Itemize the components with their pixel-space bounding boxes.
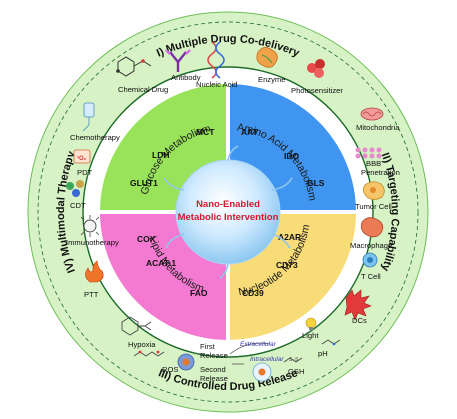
chemotherapy-icon [82,102,95,132]
amino-item-gls: GLS [307,178,325,188]
antibody-icon [165,49,191,72]
targeting-dcs: DCs [352,316,367,325]
targeting-bbb-line1: BBB [366,159,381,168]
nanoparticle-release-icon [177,353,195,371]
cdt-icon [66,180,84,197]
lipid-item-cox: COX [137,234,156,244]
gsh-molecule-icon: S–S [283,357,303,363]
release-first-line1: First [200,342,216,351]
immunotherapy-icon [80,215,100,237]
nanoparticle-center: Nano-Enabled Metabolic Intervention [163,145,293,279]
enzyme-icon [256,47,278,68]
lipid-item-fao: FAO [190,288,208,298]
co-delivery-enzyme: Enzyme [258,75,285,84]
release-first-line2: Release [200,351,228,360]
first-release-arrow [229,342,271,355]
glucose-item-mct: MCT [196,127,215,137]
ros-molecule-icon [133,350,165,357]
t-cell-icon [362,252,378,268]
ptt-flame-icon [85,260,104,283]
amino-item-aat: AAT [241,127,259,137]
release-extracellular: Extracellular [240,341,277,348]
dcs-icon [344,289,372,321]
targeting-macrophage: Macrophage [350,241,392,250]
bbb-penetration-icon [355,147,382,159]
targeting-mitochondria: Mitochondria [356,123,400,132]
svg-text:S–S: S–S [289,357,299,363]
co-delivery-photosensitizer: Photosensitizer [291,86,343,95]
targeting-bbb-line2: Penetration [361,168,400,177]
therapy-cdt: CDT [70,201,86,210]
center-title-line2: Metabolic Intervention [178,212,279,223]
co-delivery-antibody: Antibody [171,73,201,82]
release-light: Light [302,331,319,340]
nucleotide-item-cd39: CD39 [242,288,264,298]
release-intracellular: Intracellular [250,356,284,363]
cell-icon [252,362,272,382]
release-hypoxia: Hypoxia [128,340,156,349]
light-bulb-icon [305,317,317,330]
tumor-cell-icon [363,181,385,200]
release-ros: ROS [162,365,178,374]
therapy-chemotherapy: Chemotherapy [70,133,120,142]
glucose-item-ldh: LDH [152,150,169,160]
targeting-tumor-cell: Tumor Cell [355,202,392,211]
nucleotide-item-cd73: CD73 [276,260,298,270]
amino-item-ido: IDO [284,151,300,161]
nucleotide-item-a2ar: A2AR [278,232,301,242]
nucleic-acid-icon [207,41,225,79]
ph-molecule-icon [321,339,341,346]
chemical-drug-icon [116,56,152,77]
release-gsh: GSH [288,367,304,376]
glucose-item-glut1: GLUT1 [130,178,158,188]
co-delivery-nucleic-acid: Nucleic Acid [196,80,237,89]
mitochondria-icon [360,107,384,121]
therapy-pdt: PDT [77,168,93,177]
targeting-t-cell: T Cell [361,272,381,281]
hypoxia-icon [121,316,152,336]
lipid-item-acat1: ACAT-1 [146,258,176,268]
therapy-immunotherapy: Immunotherapy [66,238,119,247]
photosensitizer-icon [307,59,325,78]
svg-text:¹O₂: ¹O₂ [77,155,87,162]
pdt-icon: ¹O₂ [73,149,91,164]
co-delivery-chemical-drug: Chemical Drug [118,85,168,94]
release-second-line1: Second [200,365,226,374]
outer-dashed-ring [37,21,419,403]
therapy-ptt: PTT [84,290,99,299]
release-second-line2: Release [200,374,228,383]
macrophage-icon [360,217,384,238]
center-title-line1: Nano-Enabled [196,199,260,210]
release-ph: pH [318,349,328,358]
